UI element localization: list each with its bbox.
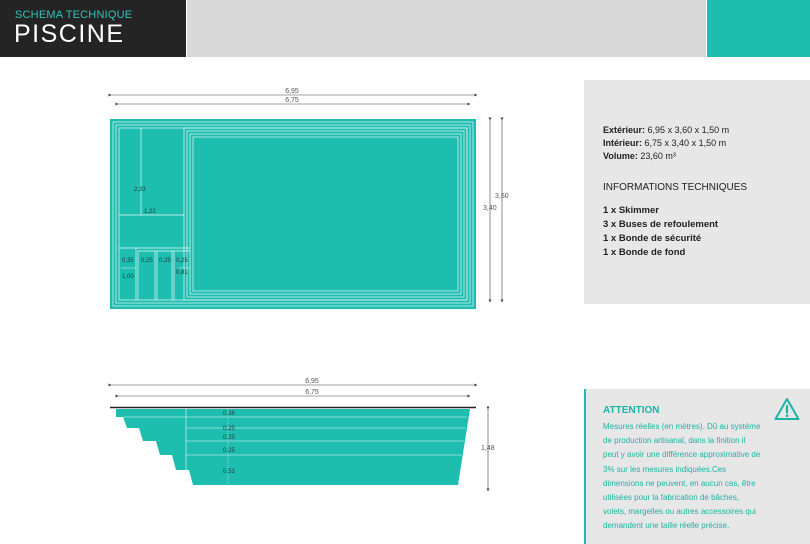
dim-outer-length: 6,95 — [285, 88, 299, 95]
info-heading: INFORMATIONS TECHNIQUES — [603, 182, 748, 193]
spec-interieur: Intérieur: 6,75 x 3,40 x 1,50 m — [603, 138, 726, 148]
spec-volume: Volume: 23,60 m³ — [603, 151, 676, 161]
top-view: 6,95 6,75 3,60 3,40 2,33 1,22 0,35 0,25 — [108, 88, 509, 309]
spec-exterieur: Extérieur: 6,95 x 3,60 x 1,50 m — [603, 125, 729, 135]
pool-profile — [116, 409, 470, 485]
info-panel: Extérieur: 6,95 x 3,60 x 1,50 m Intérieu… — [584, 80, 810, 304]
equipment-item: 1 x Bonde de sécurité — [603, 233, 702, 244]
header-teal-accent — [707, 0, 810, 57]
step-height-2-label: 0,81 — [176, 270, 188, 276]
page-title: PISCINE — [14, 20, 125, 48]
dim-inner-length: 6,75 — [285, 97, 299, 104]
warning-triangle-icon — [774, 398, 800, 420]
spec-interieur-value: 6,75 x 3,40 x 1,50 m — [644, 138, 727, 148]
step-2-label: 0,25 — [141, 258, 153, 264]
side-inner-length: 6,75 — [305, 389, 319, 396]
side-view: 6,95 6,75 1,48 0,26 0,25 0,25 0,25 0,53 — [108, 378, 495, 492]
attention-panel: ATTENTION Mesures réelles (en mètres). D… — [584, 389, 810, 544]
equipment-item: 1 x Bonde de fond — [603, 247, 686, 258]
level-4-label: 0,25 — [223, 448, 235, 454]
level-2-label: 0,25 — [223, 426, 235, 432]
level-3-label: 0,25 — [223, 435, 235, 441]
header-title-block: SCHEMA TECHNIQUE PISCINE — [0, 0, 186, 57]
step-height-1-label: 1,00 — [122, 274, 134, 280]
step-4-label: 0,25 — [176, 258, 188, 264]
equipment-item: 3 x Buses de refoulement — [603, 219, 719, 230]
dim-outer-width: 3,60 — [495, 193, 509, 200]
stair-width-label: 1,22 — [144, 209, 156, 215]
header-subtitle: SCHEMA TECHNIQUE — [15, 9, 133, 21]
level-5-label: 0,53 — [223, 469, 235, 475]
dim-inner-width: 3,40 — [483, 205, 497, 212]
spec-exterieur-value: 6,95 x 3,60 x 1,50 m — [647, 125, 730, 135]
equipment-item: 1 x Skimmer — [603, 205, 659, 216]
step-3-label: 0,25 — [159, 258, 171, 264]
stair-length-label: 2,33 — [134, 187, 146, 193]
attention-title: ATTENTION — [603, 405, 660, 416]
header-grey-bar — [187, 0, 706, 57]
spec-interieur-label: Intérieur: — [603, 138, 643, 148]
spec-volume-value: 23,60 m³ — [640, 151, 676, 161]
step-1-label: 0,35 — [122, 258, 134, 264]
pool-outline — [110, 119, 476, 309]
spec-volume-label: Volume: — [603, 151, 638, 161]
level-1-label: 0,26 — [223, 411, 235, 417]
side-outer-length: 6,95 — [305, 378, 319, 385]
spec-exterieur-label: Extérieur: — [603, 125, 646, 135]
attention-text: Mesures réelles (en mètres). Dû au systè… — [603, 422, 761, 531]
side-depth: 1,48 — [481, 445, 495, 452]
